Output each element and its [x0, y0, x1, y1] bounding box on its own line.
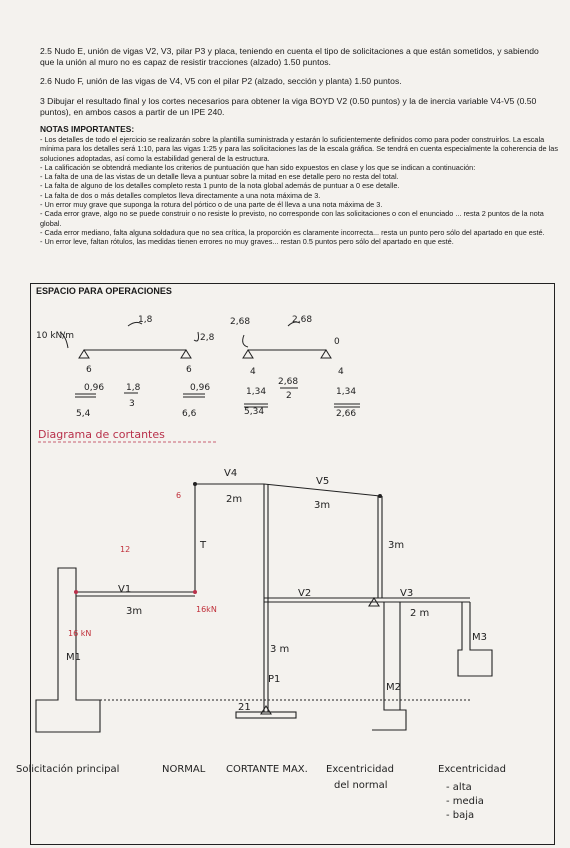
- moment-arc-beam2-mid: [287, 321, 301, 327]
- load-arrow: [59, 331, 69, 349]
- beam1-right-bot: 6,6: [182, 409, 197, 419]
- reaction-6: 6: [176, 491, 181, 500]
- note-line: - Un error muy grave que suponga la rotu…: [40, 200, 383, 210]
- item-2-6: 2.6 Nudo F, unión de las vigas de V4, V5…: [40, 76, 402, 86]
- label-excentricidad-2: Excentricidad: [438, 764, 506, 775]
- beam2-right-top: 4: [338, 367, 344, 377]
- beam1-right-support: [180, 349, 192, 359]
- label-normal: NORMAL: [162, 764, 206, 775]
- beam1-left-support: [78, 349, 90, 359]
- beam1-load: 10 kN/m: [36, 331, 74, 341]
- note-line: - Un error leve, faltan rótulos, las med…: [40, 237, 454, 247]
- note-line: - Cada error grave, algo no se puede con…: [40, 209, 544, 228]
- label-solicitacion: Solicitación principal: [16, 763, 119, 775]
- moment-arc-right: [193, 331, 199, 342]
- label-m3: M3: [472, 632, 487, 643]
- notes-title: NOTAS IMPORTANTES:: [40, 124, 135, 134]
- beam2-right-end: 0: [334, 337, 340, 347]
- reaction-16kn-b: 16kN: [196, 605, 217, 614]
- dim-3m-v1: 3m: [126, 606, 142, 617]
- note-line: - La falta de alguno de los detalles com…: [40, 181, 400, 191]
- dim-2m-v3: 2 m: [410, 608, 429, 619]
- dim-3m-a: 3m: [314, 500, 330, 511]
- reaction-16kn-a: 16 kN: [68, 629, 91, 638]
- note-line: - La falta de una de las vistas de un de…: [40, 172, 399, 182]
- beam1-left-bot: 5,4: [76, 409, 91, 419]
- label-baja: - baja: [446, 810, 474, 821]
- label-media: - media: [446, 796, 484, 807]
- beam1-moment-left: 1,8: [138, 315, 153, 325]
- beam2-moment-mid: 2,68: [292, 315, 312, 325]
- operations-title: ESPACIO PARA OPERACIONES: [36, 286, 172, 296]
- beam1-mid-top: 1,8: [126, 383, 141, 393]
- item-3: 3 Dibujar el resultado final y los corte…: [40, 96, 537, 118]
- diagram-heading: Diagrama de cortantes: [38, 428, 165, 441]
- note-line: - La falta de dos o más detalles complet…: [40, 190, 321, 200]
- beam1-mid-bot: 3: [129, 399, 135, 409]
- beam1-moment-right: 2,8: [200, 333, 215, 343]
- beam2-right-bot: 2,66: [336, 409, 356, 419]
- label-v5: V5: [316, 476, 329, 487]
- operations-box: [30, 283, 555, 845]
- notes-list: - Los detalles de todo el ejercicio se r…: [40, 135, 560, 247]
- label-cortante: CORTANTE MAX.: [226, 764, 308, 775]
- dim-2m-a: 2m: [226, 494, 242, 505]
- moment-arc-left: [127, 321, 143, 327]
- beam2-mid-bot: 2: [286, 391, 292, 401]
- beam1-right-mid: 0,96: [190, 383, 210, 393]
- beam1-left-mid: 0,96: [84, 383, 104, 393]
- beam1-left-top: 6: [86, 365, 92, 375]
- label-v1: V1: [118, 584, 131, 595]
- reaction-21: 21: [238, 702, 251, 713]
- beam2-mid-top: 2,68: [278, 377, 298, 387]
- note-line: - La calificación se obtendrá mediante l…: [40, 162, 476, 172]
- label-v4: V4: [224, 468, 237, 479]
- beam2-left-top: 4: [250, 367, 256, 377]
- label-t: T: [199, 540, 207, 551]
- moment-arc-beam2-left: [242, 334, 249, 348]
- note-line: - Los detalles de todo el ejercicio se r…: [40, 135, 558, 163]
- label-alta: - alta: [446, 782, 472, 793]
- label-m2: M2: [386, 682, 401, 693]
- label-del-normal: del normal: [334, 780, 388, 791]
- item-2-5: 2.5 Nudo E, unión de vigas V2, V3, pilar…: [40, 46, 539, 68]
- label-v2: V2: [298, 588, 311, 599]
- reaction-12: 12: [120, 545, 130, 554]
- beam2-left-bot: 5,34: [244, 407, 264, 417]
- dim-3m-p1: 3 m: [270, 644, 289, 655]
- beam2-right-mid: 1,34: [336, 387, 356, 397]
- note-line: - Cada error mediano, falta alguna solda…: [40, 227, 545, 237]
- beam1-right-top: 6: [186, 365, 192, 375]
- beam2-left-mid: 1,34: [246, 387, 266, 397]
- beam2-moment-left: 2,68: [230, 317, 250, 327]
- label-v3: V3: [400, 588, 413, 599]
- dim-3m-right: 3m: [388, 540, 404, 551]
- label-excentricidad-1: Excentricidad: [326, 764, 394, 775]
- frame-drawing: [35, 483, 493, 733]
- label-p1: P1: [268, 674, 280, 685]
- label-m1: M1: [66, 652, 81, 663]
